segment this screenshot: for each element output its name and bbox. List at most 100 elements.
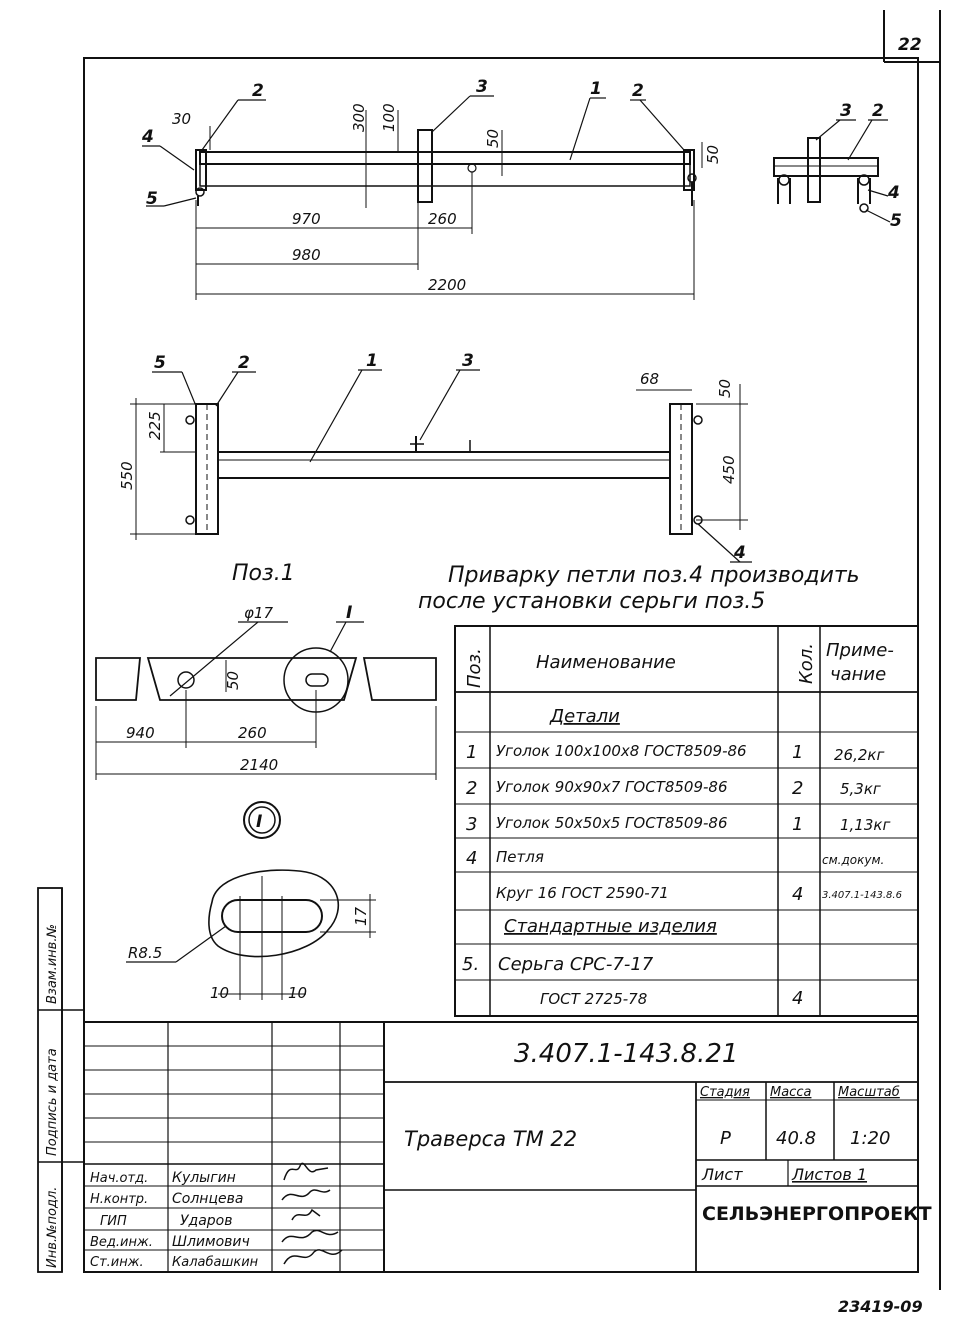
- scale-label: Масштаб: [838, 1085, 900, 1100]
- beam-top-flange: [199, 151, 691, 165]
- dim-225: 225: [146, 411, 164, 440]
- signature-row-5: Ст.инж. Калабашкин: [90, 1255, 259, 1270]
- spec-row-3: 3 Уголок 50х50х5 ГОСТ8509-86 1 1,13кг: [466, 814, 890, 835]
- top-callout-2a: 2: [252, 81, 264, 101]
- dim-300: 300: [350, 103, 368, 132]
- side-callout-5: 5: [890, 211, 902, 231]
- detail-I-marker-outer: [243, 801, 281, 839]
- doc-code: 3.407.1-143.8.21: [514, 1039, 738, 1069]
- stamp-sign-date: Подпись и дата: [45, 1048, 60, 1156]
- spec-header-qty: Кол.: [796, 643, 817, 684]
- top-callout-4: 4: [141, 127, 154, 147]
- spec-row-name: Круг 16 ГОСТ 2590-71: [496, 884, 669, 902]
- spec-section-details: Детали: [549, 706, 620, 727]
- handwritten-signatures: [281, 1162, 343, 1265]
- dim-30: 30: [172, 110, 191, 128]
- spec-row-pos: 3: [466, 814, 477, 835]
- plan-callout-3: 3: [462, 351, 474, 371]
- scale-value: 1:20: [850, 1128, 890, 1149]
- spec-header-pos: Поз.: [464, 648, 485, 688]
- end-plate-left: [195, 149, 207, 191]
- spec-row-qty: 4: [792, 884, 803, 905]
- detail-I-view: [126, 869, 376, 1000]
- dim-50-plan: 50: [716, 379, 734, 398]
- spec-row-name: Уголок 90х90х7 ГОСТ8509-86: [496, 778, 728, 796]
- dim-100: 100: [380, 103, 398, 132]
- spec-row-qty: 2: [792, 778, 803, 799]
- side-callout-3: 3: [840, 101, 852, 121]
- side-callout-2: 2: [872, 101, 884, 121]
- top-callout-2b: 2: [632, 81, 644, 101]
- signature-row-1: Нач.отд. Кулыгин: [90, 1170, 236, 1186]
- plan-callout-2: 2: [238, 353, 250, 373]
- dim-2140: 2140: [240, 756, 278, 774]
- spec-row-5: 5. Серьга СРС-7-17: [462, 954, 654, 975]
- dim-550: 550: [118, 461, 136, 490]
- drawing-title: Траверса ТМ 22: [404, 1127, 577, 1151]
- dim-50a: 50: [484, 129, 502, 148]
- spec-row-name: ГОСТ 2725-78: [540, 990, 647, 1008]
- organization-name: СЕЛЬЭНЕРГОПРОЕКТ: [702, 1203, 932, 1225]
- signature-row-3: ГИП Ударов: [100, 1213, 233, 1229]
- spec-row-pos: 1: [466, 742, 477, 763]
- dim-970: 970: [292, 210, 321, 228]
- pos1-label: Поз.1: [232, 561, 295, 586]
- dim-10b: 10: [288, 984, 307, 1002]
- top-view: [142, 95, 703, 300]
- spec-section-standard: Стандартные изделия: [504, 916, 717, 937]
- dim-50-detail: 50: [224, 671, 242, 690]
- spec-row-pos: 4: [466, 848, 477, 869]
- spec-row-note: см.докум.: [822, 853, 884, 867]
- plan-callout-1: 1: [366, 351, 378, 371]
- dim-phi17: φ17: [244, 604, 273, 622]
- dim-260-detail: 260: [238, 724, 267, 742]
- detail-callout-I: I: [346, 603, 352, 623]
- dim-940: 940: [126, 724, 155, 742]
- stamp-inv-orig: Инв.№подл.: [45, 1187, 60, 1268]
- beam-body: [199, 163, 691, 187]
- role: ГИП: [100, 1214, 127, 1229]
- mass-value: 40.8: [776, 1128, 816, 1149]
- person-name: Кулыгин: [172, 1170, 236, 1186]
- spec-row-qty: 4: [792, 988, 803, 1009]
- role: Нач.отд.: [90, 1171, 148, 1186]
- plan-callout-4: 4: [733, 543, 746, 563]
- plan-view: [130, 369, 752, 563]
- sheet-label: Лист: [701, 1165, 743, 1184]
- role: Ст.инж.: [90, 1255, 144, 1270]
- flat-pattern: [95, 621, 437, 780]
- mass-label: Масса: [770, 1085, 811, 1100]
- spec-row-qty: 1: [792, 814, 803, 835]
- top-callout-3: 3: [476, 77, 488, 97]
- spec-row-1: 1 Уголок 100х100х8 ГОСТ8509-86 1 26,2кг: [466, 742, 884, 764]
- stiffener-pos3: [417, 129, 433, 203]
- spec-row-name: Уголок 50х50х5 ГОСТ8509-86: [496, 814, 728, 832]
- dim-450: 450: [720, 455, 738, 484]
- spec-table-grid: [454, 625, 919, 1017]
- spec-header-note-2: чание: [830, 664, 886, 685]
- dim-17: 17: [352, 906, 370, 926]
- spec-row-name: Петля: [496, 848, 544, 866]
- note-line-1: Приварку петли поз.4 производить: [448, 563, 860, 588]
- detail-I-marker-inner: [248, 806, 276, 834]
- spec-row-5b: ГОСТ 2725-78 4: [540, 988, 803, 1009]
- side-view: [773, 119, 891, 223]
- spec-row-2: 2 Уголок 90х90х7 ГОСТ8509-86 2 5,3кг: [466, 778, 881, 799]
- sheet-number: 22: [898, 35, 922, 55]
- spec-row-note: 5,3кг: [840, 780, 881, 798]
- spec-row-pos: 2: [466, 778, 477, 799]
- shackle-left: [195, 187, 205, 197]
- person-name: Солнцева: [172, 1191, 243, 1207]
- side-stamp-grid: [37, 887, 84, 1273]
- spec-row-4b: Круг 16 ГОСТ 2590-71 4 3.407.1-143.8.6: [496, 884, 902, 905]
- dim-10a: 10: [210, 984, 229, 1002]
- dim-980: 980: [292, 246, 321, 264]
- dim-260: 260: [428, 210, 457, 228]
- spec-header-name: Наименование: [536, 652, 676, 673]
- dim-2200: 2200: [428, 276, 466, 294]
- spec-row-qty: 1: [792, 742, 803, 763]
- stage-value: Р: [720, 1128, 731, 1149]
- dim-50b: 50: [704, 145, 722, 164]
- spec-row-note: 3.407.1-143.8.6: [822, 890, 902, 901]
